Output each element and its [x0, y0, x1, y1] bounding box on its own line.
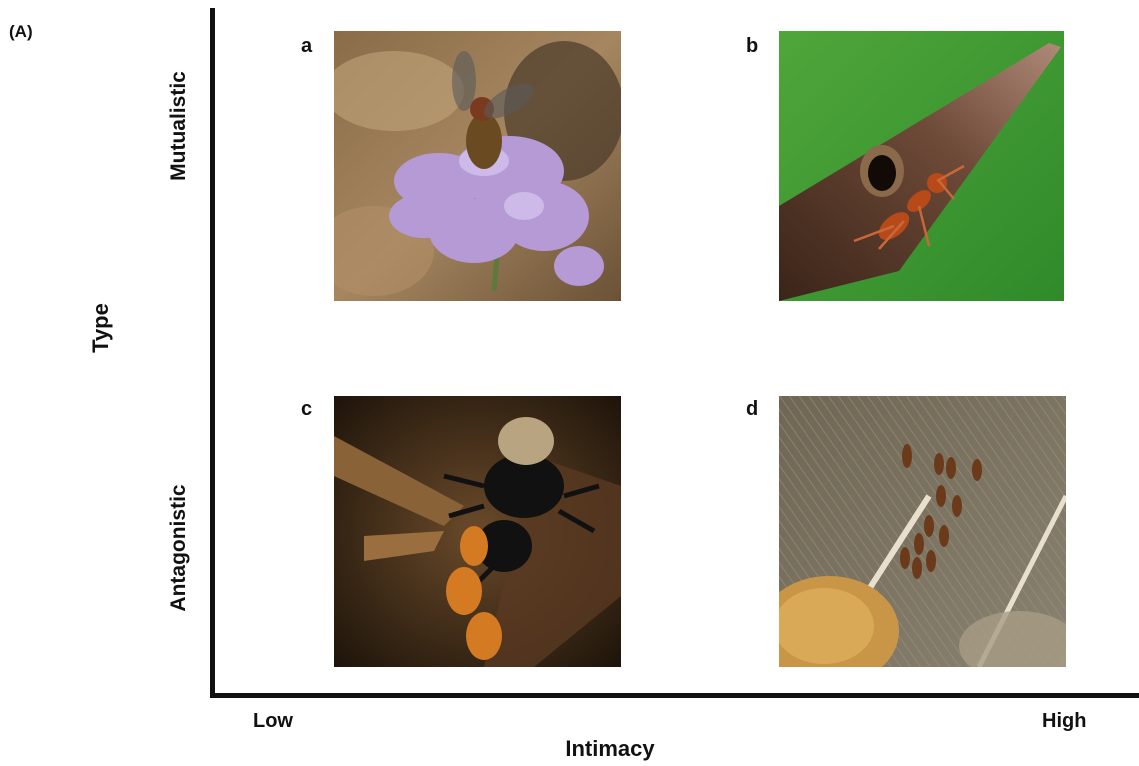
x-axis-title: Intimacy [565, 736, 654, 762]
y-axis-top-label: Mutualistic [167, 71, 191, 181]
y-axis-bottom-label: Antagonistic [167, 484, 191, 611]
photo-spider-with-prey [334, 396, 621, 667]
x-axis-right-label: High [1042, 710, 1086, 733]
photo-feather-lice [779, 396, 1066, 667]
figure-label: (A) [9, 22, 33, 42]
panel-label-a: a [301, 36, 312, 56]
y-axis-line [210, 8, 215, 698]
panel-label-c: c [301, 399, 312, 419]
panel-label-b: b [746, 36, 758, 56]
panel-label-d: d [746, 399, 758, 419]
x-axis-line [210, 693, 1139, 698]
photo-ant-on-thorn [779, 31, 1064, 301]
y-axis-title: Type [88, 303, 114, 353]
x-axis-left-label: Low [253, 710, 293, 733]
photo-fly-on-flower [334, 31, 621, 301]
